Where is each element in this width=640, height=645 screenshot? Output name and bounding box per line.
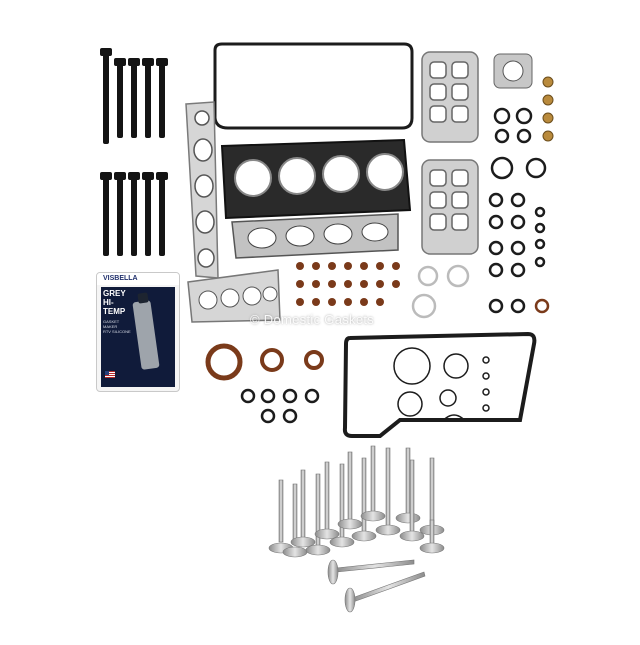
thermostat-gasket — [493, 53, 533, 89]
product-line4: RTV SILICONE — [103, 329, 131, 334]
head-gasket — [220, 138, 412, 220]
rtv-silicone-package: VISBELLA GREY HI-TEMP GASKET MAKER RTV S… — [96, 272, 180, 392]
head-bolts — [100, 48, 168, 256]
valve-stem-seals — [296, 262, 400, 306]
watermark-text: © Domestic Gaskets — [250, 312, 375, 327]
product-title: GREY HI-TEMP — [103, 289, 133, 316]
product-subtitle: GASKET MAKER RTV SILICONE — [103, 319, 133, 334]
intake-manifold-gasket — [185, 101, 219, 279]
valves — [268, 445, 445, 613]
valve-cover-gasket — [213, 42, 414, 130]
tube-cap — [137, 292, 149, 304]
exhaust-manifold-gasket — [231, 213, 399, 259]
plenum-gasket — [187, 269, 281, 323]
product-line3: GASKET MAKER — [103, 319, 120, 329]
plenum-gaskets-right — [421, 51, 479, 255]
brand-label: VISBELLA — [97, 273, 179, 285]
oil-pan-gasket — [342, 331, 537, 438]
product-line2: HI-TEMP — [103, 298, 126, 316]
bronze-plugs — [542, 76, 554, 142]
product-line1: GREY — [103, 289, 126, 298]
o-rings — [240, 107, 550, 424]
crank-seals — [205, 343, 324, 381]
usa-flag-icon — [105, 371, 115, 378]
